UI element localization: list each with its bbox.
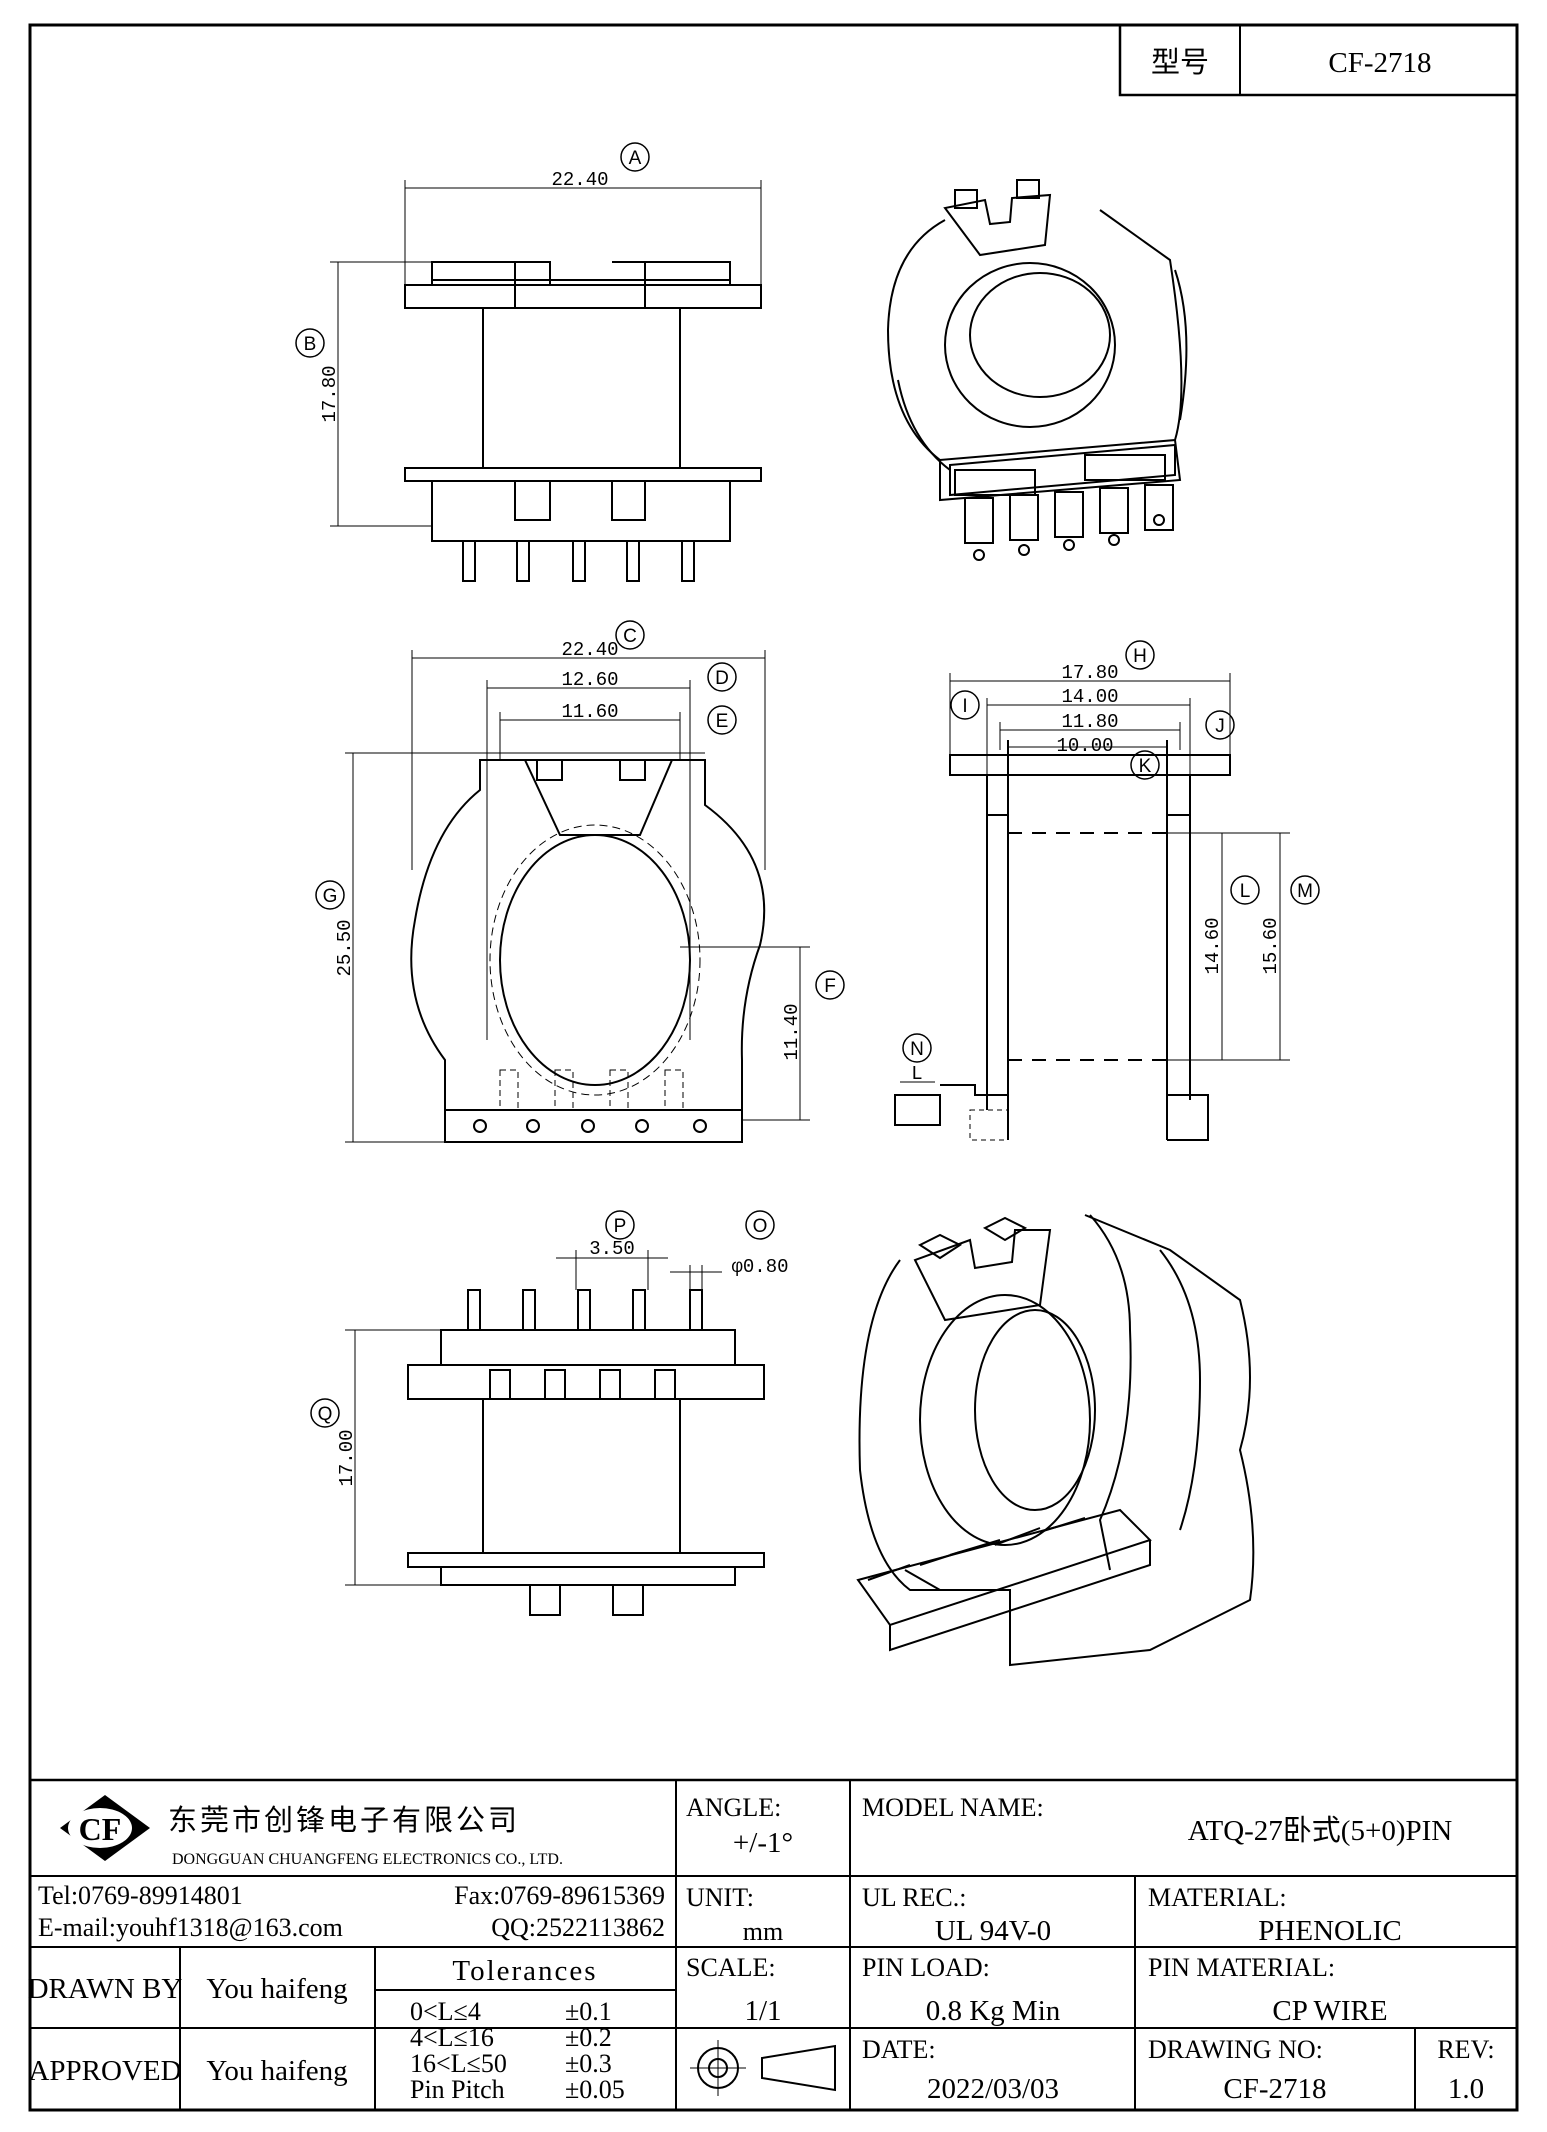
company-email: E-mail:youhf1318@163.com xyxy=(38,1913,343,1942)
company-name-en: DONGGUAN CHUANGFENG ELECTRONICS CO., LTD… xyxy=(172,1851,563,1868)
bubble-G: G xyxy=(323,886,338,907)
bubble-N: N xyxy=(910,1039,924,1060)
dim-L: 14.60 xyxy=(1202,917,1224,974)
projection-symbol xyxy=(690,2040,836,2096)
company-tel: Tel:0769-89914801 xyxy=(38,1881,243,1910)
model-name-value: ATQ-27卧式(5+0)PIN xyxy=(1188,1814,1452,1847)
title-block xyxy=(30,1778,1517,2110)
dim-A: 22.40 xyxy=(551,169,608,191)
bubble-H: H xyxy=(1133,646,1147,667)
date-value: 2022/03/03 xyxy=(927,2073,1059,2105)
bubble-D: D xyxy=(715,668,729,689)
tolerance-range: 0<L≤4 xyxy=(410,1997,481,2026)
isometric-view-bottom xyxy=(856,1214,1255,1667)
approved-label: APPROVED xyxy=(28,2055,181,2087)
drawing-no-label: DRAWING NO: xyxy=(1148,2035,1323,2064)
front-view-bottom xyxy=(310,1210,775,1616)
ul-label: UL REC.: xyxy=(862,1883,966,1912)
company-fax: Fax:0769-89615369 xyxy=(454,1881,665,1910)
rev-value: 1.0 xyxy=(1448,2073,1484,2105)
ul-value: UL 94V-0 xyxy=(935,1915,1051,1947)
tolerance-value: ±0.2 xyxy=(565,2023,612,2052)
header-model-box: 型号 CF-2718 xyxy=(1118,23,1519,97)
model-label: 型号 xyxy=(1151,46,1209,79)
bubble-Q: Q xyxy=(318,1404,333,1425)
pin-material-value: CP WIRE xyxy=(1272,1995,1387,2027)
bubble-E: E xyxy=(716,711,729,732)
unit-label: UNIT: xyxy=(686,1883,754,1912)
company-logo: CF xyxy=(60,1795,150,1861)
dim-P: 3.50 xyxy=(589,1238,635,1260)
bubble-P: P xyxy=(614,1216,627,1237)
tolerance-range: 16<L≤50 xyxy=(410,2049,507,2078)
tolerance-value: ±0.3 xyxy=(565,2049,612,2078)
isometric-pins-top xyxy=(964,484,1174,561)
bubble-A: A xyxy=(629,148,642,169)
model-name-label: MODEL NAME: xyxy=(862,1793,1044,1822)
pin-load-value: 0.8 Kg Min xyxy=(926,1995,1061,2027)
drawn-by-label: DRAWN BY xyxy=(28,1973,183,2005)
pin-load-label: PIN LOAD: xyxy=(862,1953,990,1982)
sheet-border xyxy=(28,23,1519,2112)
company-qq: QQ:2522113862 xyxy=(491,1913,665,1942)
dim-H: 17.80 xyxy=(1061,662,1118,684)
drawn-by-value: You haifeng xyxy=(206,1973,347,2005)
tolerance-value: ±0.05 xyxy=(565,2075,625,2104)
pin-material-label: PIN MATERIAL: xyxy=(1148,1953,1335,1982)
side-view-pin-holes xyxy=(473,1069,707,1133)
bubble-J: J xyxy=(1215,716,1225,737)
company-name-cn: 东莞市创锋电子有限公司 xyxy=(168,1804,520,1837)
bottom-view-slots xyxy=(489,1369,676,1400)
dim-C: 22.40 xyxy=(561,639,618,661)
bubble-K: K xyxy=(1139,756,1152,777)
bubble-B: B xyxy=(304,334,317,355)
dim-N: L xyxy=(911,1063,922,1085)
bubble-I: I xyxy=(962,696,967,717)
bubble-C: C xyxy=(623,626,637,647)
dim-E: 11.60 xyxy=(561,701,618,723)
material-label: MATERIAL: xyxy=(1148,1883,1287,1912)
dim-I: 14.00 xyxy=(1061,686,1118,708)
dim-J: 11.80 xyxy=(1061,711,1118,733)
tolerance-range: 4<L≤16 xyxy=(410,2023,494,2052)
bottom-view-pins xyxy=(467,1289,703,1331)
isometric-pins-bottom xyxy=(867,1517,1086,1591)
tolerance-value: ±0.1 xyxy=(565,1997,612,2026)
side-view-mid xyxy=(315,620,845,1143)
rev-label: REV: xyxy=(1437,2035,1494,2064)
material-value: PHENOLIC xyxy=(1258,1915,1401,1947)
dim-O: φ0.80 xyxy=(731,1256,788,1278)
approved-value: You haifeng xyxy=(206,2055,347,2087)
isometric-view-top xyxy=(886,179,1188,561)
model-value: CF-2718 xyxy=(1328,47,1431,79)
logo-text: CF xyxy=(79,1811,122,1847)
angle-value: +/-1° xyxy=(733,1827,793,1859)
section-view-mid xyxy=(894,640,1320,1141)
bubble-O: O xyxy=(753,1216,768,1237)
dim-G: 25.50 xyxy=(334,919,356,976)
tolerance-range: Pin Pitch xyxy=(410,2075,505,2104)
front-view-top xyxy=(295,142,762,582)
dim-B: 17.80 xyxy=(319,365,341,422)
bubble-M: M xyxy=(1297,881,1313,902)
drawing-no-value: CF-2718 xyxy=(1223,2073,1326,2105)
dim-K: 10.00 xyxy=(1056,735,1113,757)
bubble-F: F xyxy=(824,976,836,997)
dim-F: 11.40 xyxy=(781,1003,803,1060)
unit-value: mm xyxy=(743,1917,783,1946)
dim-Q: 17.00 xyxy=(336,1429,358,1486)
date-label: DATE: xyxy=(862,2035,936,2064)
dim-M: 15.60 xyxy=(1260,917,1282,974)
scale-value: 1/1 xyxy=(744,1995,781,2027)
tolerances-title: Tolerances xyxy=(452,1955,597,1987)
tolerances-table: 0<L≤4 ±0.1 4<L≤16 ±0.2 16<L≤50 ±0.3 Pin … xyxy=(410,1997,625,2104)
front-view-pins xyxy=(462,540,695,582)
bubble-L: L xyxy=(1240,881,1251,902)
angle-label: ANGLE: xyxy=(686,1793,781,1822)
dim-D: 12.60 xyxy=(561,669,618,691)
scale-label: SCALE: xyxy=(686,1953,776,1982)
